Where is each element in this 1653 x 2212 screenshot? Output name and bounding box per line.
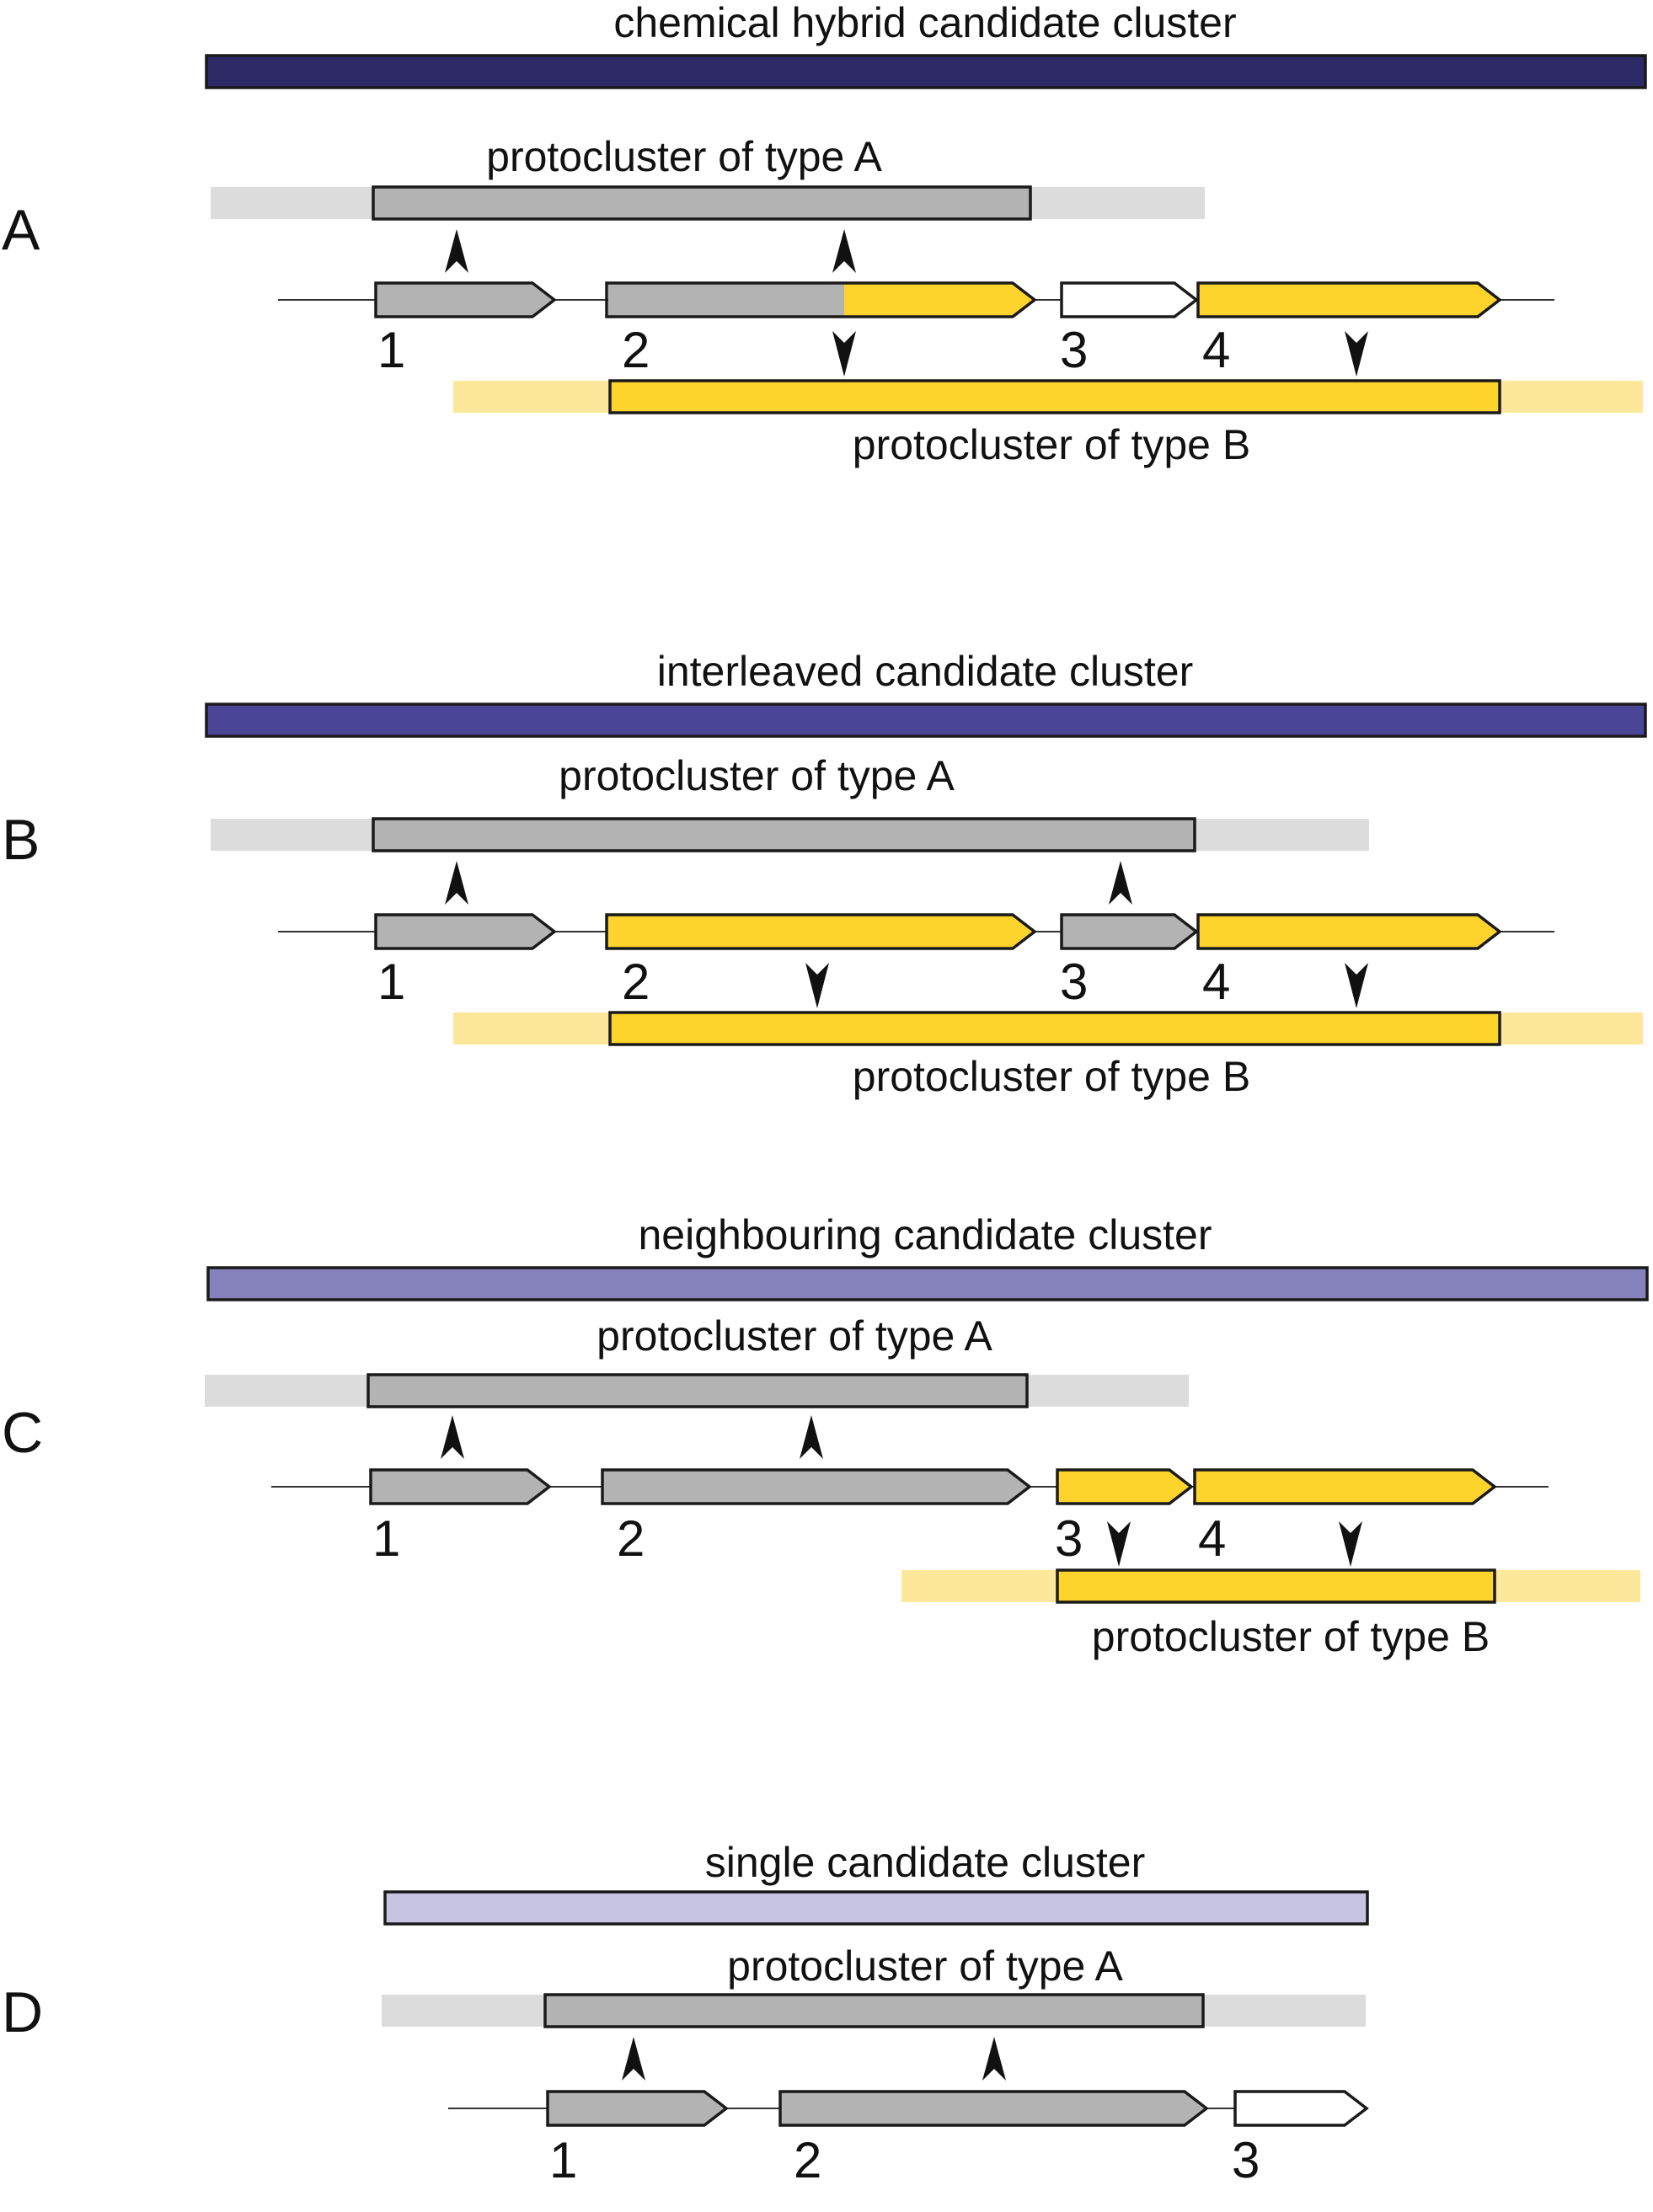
gene-2-d bbox=[778, 2090, 1209, 2127]
protocluster-a-core-b bbox=[372, 817, 1196, 852]
arrowhead-down-gene-4-a bbox=[1345, 331, 1368, 377]
panel-d: D single candidate cluster protocluster … bbox=[2, 1839, 1369, 2188]
gene-1-b bbox=[374, 913, 557, 950]
arrowhead-down-gene-3-c bbox=[1107, 1521, 1131, 1567]
gene-number-1-b: 1 bbox=[377, 954, 405, 1010]
protocluster-a-label-c: protocluster of type A bbox=[596, 1312, 992, 1360]
arrowhead-down-gene-2-a bbox=[832, 331, 856, 377]
gene-number-3-c: 3 bbox=[1055, 1510, 1083, 1567]
arrowhead-up-gene-1-b bbox=[445, 861, 468, 905]
gene-number-2-c: 2 bbox=[617, 1510, 645, 1567]
protocluster-b-label-c: protocluster of type B bbox=[1092, 1613, 1490, 1660]
gene-number-1-c: 1 bbox=[372, 1510, 400, 1567]
gene-4-b bbox=[1196, 913, 1502, 950]
gene-1-c bbox=[369, 1468, 552, 1505]
candidate-cluster-bar-c bbox=[206, 1266, 1649, 1301]
candidate-cluster-bar-b bbox=[205, 703, 1647, 738]
gene-number-2-a: 2 bbox=[622, 322, 650, 378]
candidate-cluster-label-d: single candidate cluster bbox=[705, 1839, 1146, 1886]
arrowhead-down-gene-2-b bbox=[805, 963, 829, 1008]
gene-1-d bbox=[546, 2090, 729, 2127]
gene-2-a-outline bbox=[605, 281, 1037, 318]
protocluster-b-core-a bbox=[608, 379, 1501, 414]
gene-number-4-c: 4 bbox=[1198, 1510, 1226, 1567]
candidate-cluster-label-b: interleaved candidate cluster bbox=[657, 648, 1194, 695]
gene-2-b bbox=[605, 913, 1037, 950]
gene-4-c bbox=[1193, 1468, 1497, 1505]
arrowhead-up-gene-2-d bbox=[982, 2037, 1006, 2081]
protocluster-a-core-a bbox=[372, 185, 1032, 221]
gene-number-3-d: 3 bbox=[1232, 2132, 1260, 2188]
gene-number-4-b: 4 bbox=[1202, 954, 1230, 1010]
arrowhead-up-gene-1-c bbox=[441, 1415, 464, 1459]
gene-3-c bbox=[1056, 1468, 1194, 1505]
candidate-cluster-bar-a bbox=[205, 54, 1647, 89]
gene-3-a bbox=[1060, 281, 1199, 318]
candidate-cluster-bar-d bbox=[383, 1890, 1369, 1926]
panel-letter-b: B bbox=[2, 808, 40, 872]
gene-number-3-b: 3 bbox=[1060, 954, 1088, 1010]
panel-letter-d: D bbox=[2, 1980, 43, 2044]
gene-number-2-b: 2 bbox=[622, 954, 650, 1010]
protocluster-b-label-b: protocluster of type B bbox=[853, 1053, 1250, 1100]
gene-number-1-d: 1 bbox=[549, 2132, 577, 2188]
gene-number-2-d: 2 bbox=[794, 2132, 821, 2188]
protocluster-a-label-b: protocluster of type A bbox=[559, 752, 955, 799]
arrowhead-down-gene-4-c bbox=[1339, 1521, 1362, 1567]
gene-1-a bbox=[374, 281, 557, 318]
gene-3-b bbox=[1060, 913, 1199, 950]
gene-2-a-type-a-part bbox=[608, 283, 844, 317]
protocluster-a-core-c bbox=[366, 1373, 1029, 1408]
protocluster-a-label-d: protocluster of type A bbox=[727, 1942, 1123, 1990]
panel-a: A chemical hybrid candidate cluster prot… bbox=[2, 0, 1647, 468]
protocluster-b-label-a: protocluster of type B bbox=[853, 421, 1250, 468]
gene-number-3-a: 3 bbox=[1060, 322, 1088, 378]
protocluster-a-label-a: protocluster of type A bbox=[486, 133, 882, 180]
arrowhead-up-gene-1-a bbox=[445, 229, 468, 273]
protocluster-a-core-d bbox=[543, 1993, 1205, 2028]
panel-letter-c: C bbox=[2, 1401, 43, 1465]
panel-letter-a: A bbox=[2, 198, 40, 262]
gene-3-d bbox=[1233, 2090, 1369, 2127]
gene-2-c bbox=[601, 1468, 1032, 1505]
arrowhead-up-gene-2-c bbox=[800, 1415, 823, 1459]
gene-4-a bbox=[1196, 281, 1502, 318]
arrowhead-up-gene-2-a bbox=[832, 229, 856, 273]
panel-b: B interleaved candidate cluster protoclu… bbox=[2, 648, 1647, 1100]
panel-c: C neighbouring candidate cluster protocl… bbox=[2, 1211, 1649, 1660]
candidate-cluster-label-a: chemical hybrid candidate cluster bbox=[613, 0, 1236, 46]
arrowhead-up-gene-3-b bbox=[1109, 861, 1132, 905]
arrowhead-up-gene-1-d bbox=[622, 2037, 645, 2081]
gene-2-a-type-b-part bbox=[844, 283, 1035, 317]
arrowhead-down-gene-4-b bbox=[1345, 963, 1368, 1008]
protocluster-b-core-b bbox=[608, 1011, 1501, 1046]
gene-number-1-a: 1 bbox=[377, 322, 405, 378]
gene-number-4-a: 4 bbox=[1202, 322, 1230, 378]
candidate-cluster-label-c: neighbouring candidate cluster bbox=[638, 1211, 1212, 1258]
protocluster-b-core-c bbox=[1056, 1568, 1496, 1604]
